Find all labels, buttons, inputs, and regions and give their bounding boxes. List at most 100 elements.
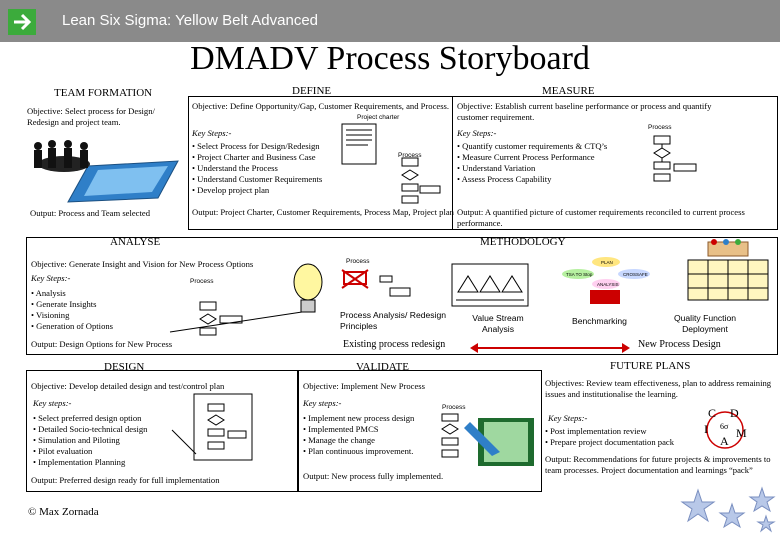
new-process-label: New Process Design xyxy=(638,339,721,350)
team-meeting-icon xyxy=(28,136,188,211)
validate-key-steps-label: Key steps:- xyxy=(303,398,342,408)
benchmarking-label: ANALYSIS xyxy=(597,282,619,287)
define-key-steps-label: Key Steps:- xyxy=(192,128,232,138)
measure-heading: MEASURE xyxy=(542,85,595,97)
list-item: • Pilot evaluation xyxy=(33,446,93,456)
list-item: • Visioning xyxy=(31,310,70,320)
benchmarking-icon: PLAN TSA TO Stop CROSSAFE ANALYSIS xyxy=(560,256,650,317)
arrow-right-icon xyxy=(8,9,36,35)
measure-process-label: Process xyxy=(648,124,672,131)
list-item: • Understand Customer Requirements xyxy=(192,174,323,184)
cycle-letter: C xyxy=(708,406,717,420)
analyse-methodology-frame xyxy=(26,237,778,355)
define-objective: Objective: Define Opportunity/Gap, Custo… xyxy=(192,101,450,111)
benchmarking-label: CROSSAFE xyxy=(623,272,648,277)
cycle-letter: 6σ xyxy=(720,422,729,431)
methodology-item: Benchmarking xyxy=(572,316,627,326)
list-item: • Implementation Planning xyxy=(33,457,126,467)
analyse-key-steps-label: Key Steps:- xyxy=(31,273,71,283)
implementation-icon xyxy=(440,412,536,475)
methodology-item: Quality Function Deployment xyxy=(673,313,737,334)
list-item: • Post implementation review xyxy=(545,426,647,436)
measure-key-steps-label: Key Steps:- xyxy=(457,128,497,138)
list-item: • Plan continuous improvement. xyxy=(303,446,414,456)
stars-icon xyxy=(676,486,780,541)
team-formation-output: Output: Process and Team selected xyxy=(30,208,150,218)
list-item: • Implemented PMCS xyxy=(303,424,379,434)
list-item: • Assess Process Capability xyxy=(457,174,552,184)
list-item: • Generation of Options xyxy=(31,321,114,331)
qfd-house-icon xyxy=(680,238,774,309)
methodology-item: Process Analysis/ Redesign Principles xyxy=(340,310,447,331)
future-plans-key-steps-label: Key Steps:- xyxy=(548,413,588,423)
measure-objective: Objective: Establish current baseline pe… xyxy=(457,101,712,122)
list-item: • Quantify customer requirements & CTQ’s xyxy=(457,141,608,151)
header-bar: Lean Six Sigma: Yellow Belt Advanced xyxy=(0,0,780,42)
copyright: © Max Zornada xyxy=(28,506,99,518)
define-output: Output: Project Charter, Customer Requir… xyxy=(192,207,454,217)
list-item: • Detailed Socio-technical design xyxy=(33,424,148,434)
list-item: • Implement new process design xyxy=(303,413,415,423)
future-plans-heading: FUTURE PLANS xyxy=(610,360,691,372)
list-item: • Generate Insights xyxy=(31,299,97,309)
list-item: • Measure Current Process Performance xyxy=(457,152,595,162)
existing-process-label: Existing process redesign xyxy=(343,339,446,350)
list-item: • Select preferred design option xyxy=(33,413,142,423)
benchmarking-label: PLAN xyxy=(601,260,613,265)
flowchart-icon xyxy=(648,132,718,197)
cycle-letter: I xyxy=(704,422,708,436)
design-heading: DESIGN xyxy=(104,361,145,373)
list-item: • Simulation and Piloting xyxy=(33,435,120,445)
measure-steps-list: • Quantify customer requirements & CTQ’s… xyxy=(457,141,607,185)
analyse-process-label: Process xyxy=(190,278,214,285)
define-steps-list: • Select Process for Design/Redesign • P… xyxy=(192,141,322,196)
team-formation-objective: Objective: Select process for Design/ Re… xyxy=(27,106,155,127)
define-process-label: Process xyxy=(398,152,422,159)
list-item: • Prepare project documentation pack xyxy=(545,437,674,447)
analyse-heading: ANALYSE xyxy=(110,236,161,248)
validate-steps-list: • Implement new process design • Impleme… xyxy=(303,413,414,457)
validate-output: Output: New process fully implemented. xyxy=(303,471,444,481)
lightbulb-icon xyxy=(130,262,330,347)
methodology-item: Value Stream Analysis xyxy=(472,313,524,334)
validate-heading: VALIDATE xyxy=(356,361,409,373)
list-item: • Project Charter and Business Case xyxy=(192,152,316,162)
design-key-steps-label: Key steps:- xyxy=(33,398,72,408)
list-item: • Understand Variation xyxy=(457,163,536,173)
define-heading: DEFINE xyxy=(292,85,332,97)
validate-process-label: Process xyxy=(442,404,466,411)
design-doc-icon xyxy=(168,392,268,473)
design-output: Output: Preferred design ready for full … xyxy=(31,475,220,485)
list-item: • Develop project plan xyxy=(192,185,270,195)
cycle-letter: M xyxy=(736,426,747,440)
value-stream-icon xyxy=(450,262,530,313)
methodology-heading: METHODOLOGY xyxy=(480,236,566,248)
measure-output: Output: A quantified picture of customer… xyxy=(457,207,745,228)
dmaic-cycle-icon: C D I 6σ M A xyxy=(698,404,756,454)
future-plans-steps-list: • Post implementation review • Prepare p… xyxy=(545,426,674,448)
analyse-output: Output: Design Options for New Process xyxy=(31,339,173,349)
analyse-steps-list: • Analysis • Generate Insights • Visioni… xyxy=(31,288,113,332)
page-title: DMADV Process Storyboard xyxy=(190,40,590,77)
list-item: • Manage the change xyxy=(303,435,375,445)
cycle-letter: D xyxy=(730,406,739,420)
benchmarking-label: TSA TO Stop xyxy=(566,272,593,277)
project-charter-icon xyxy=(340,122,450,213)
list-item: • Select Process for Design/Redesign xyxy=(192,141,320,151)
methodology-process-label: Process xyxy=(346,258,370,265)
list-item: • Analysis xyxy=(31,288,66,298)
list-item: • Understand the Process xyxy=(192,163,278,173)
design-objective: Objective: Develop detailed design and t… xyxy=(31,381,225,391)
divider xyxy=(452,96,453,229)
validate-frame xyxy=(298,370,542,492)
validate-objective: Objective: Implement New Process xyxy=(303,381,425,391)
design-frame xyxy=(26,370,298,492)
header-title: Lean Six Sigma: Yellow Belt Advanced xyxy=(62,12,319,29)
double-arrow-icon xyxy=(470,341,630,359)
project-charter-label: Project charter xyxy=(357,114,400,121)
team-formation-heading: TEAM FORMATION xyxy=(54,87,153,99)
define-measure-frame xyxy=(188,96,778,230)
future-plans-output: Output: Recommendations for future proje… xyxy=(545,454,771,475)
design-steps-list: • Select preferred design option • Detai… xyxy=(33,413,147,468)
future-plans-objective: Objectives: Review team effectiveness, p… xyxy=(545,378,772,399)
